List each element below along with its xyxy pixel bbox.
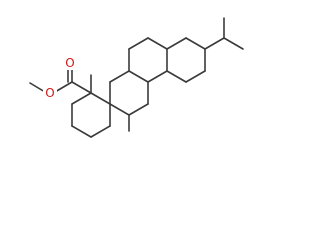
bond (128, 103, 149, 116)
bond (71, 92, 92, 105)
bond (128, 70, 149, 83)
carbonyl-oxygen-label: O (65, 56, 74, 70)
bond (109, 103, 130, 116)
bond (128, 37, 149, 50)
isopropyl-group (204, 17, 244, 50)
bond (90, 92, 111, 105)
bond (71, 125, 92, 138)
bond (71, 81, 92, 94)
bond (90, 125, 111, 138)
bond (54, 81, 73, 93)
bond (109, 70, 130, 83)
bond (147, 70, 168, 83)
bond (223, 37, 244, 50)
ester-oxygen: O (43, 86, 57, 100)
bond (166, 70, 187, 83)
ester-oxygen-label: O (45, 86, 54, 100)
bond (185, 37, 206, 50)
ester-bonds (29, 67, 92, 94)
skeletal-structure: O O (29, 17, 244, 138)
ring-a (71, 92, 111, 138)
bond (147, 37, 168, 50)
bond (29, 82, 46, 93)
ring-b (109, 70, 149, 116)
bond (166, 37, 187, 50)
bond (204, 37, 225, 50)
carbonyl-oxygen: O (63, 56, 77, 70)
ring-c (128, 37, 206, 83)
bond (185, 70, 206, 83)
